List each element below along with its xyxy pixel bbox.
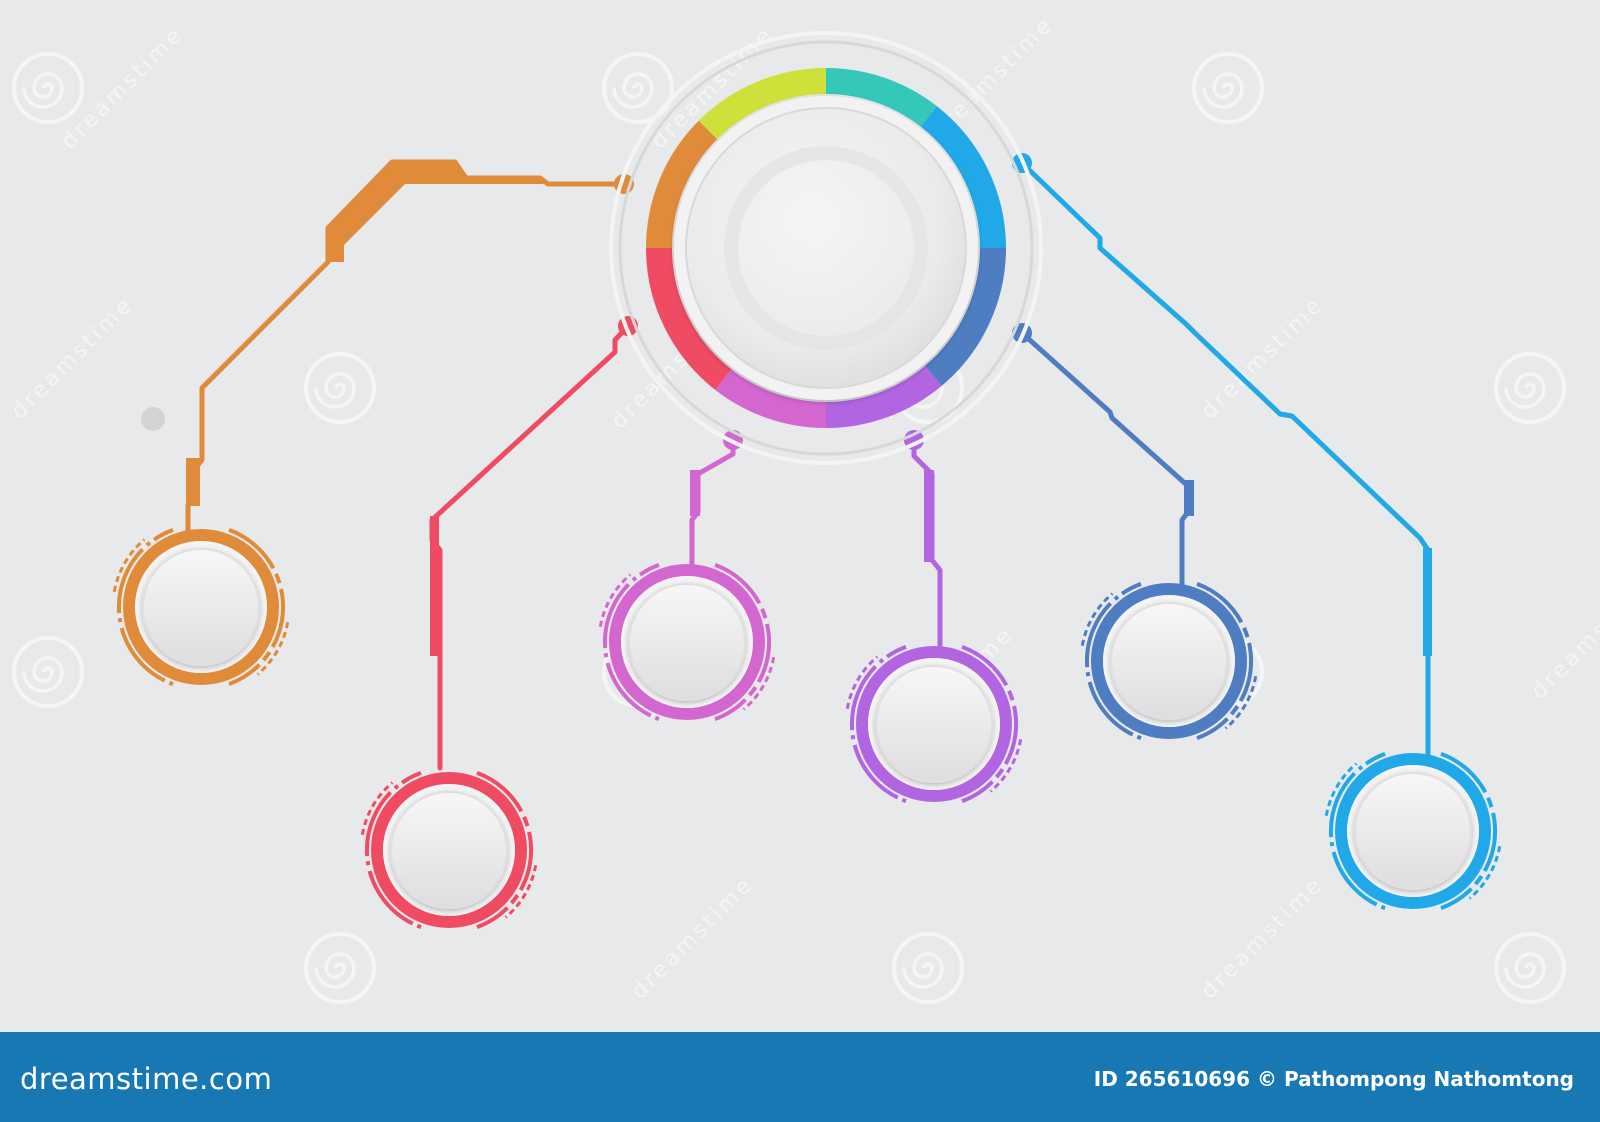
watermark-text: dreamstime bbox=[7, 292, 139, 424]
footer-bar bbox=[0, 1032, 1600, 1122]
magenta-tick-arc bbox=[742, 657, 776, 711]
cyan-hub-segment bbox=[920, 106, 1006, 249]
cyan-connector bbox=[1019, 160, 1431, 765]
red-tick-arc bbox=[360, 781, 394, 835]
watermark-text: dreamstime bbox=[627, 872, 759, 1004]
orange-outer-arc bbox=[117, 528, 174, 686]
orange-tick-arc bbox=[256, 622, 290, 676]
cyan-ring bbox=[1335, 753, 1491, 909]
orange-disc bbox=[142, 548, 260, 666]
node-layer bbox=[112, 528, 1502, 929]
violet-hub-segment bbox=[825, 365, 942, 428]
blue-tick-arc bbox=[1224, 676, 1258, 730]
decorative-dot bbox=[141, 407, 165, 431]
blue-node bbox=[1080, 582, 1258, 740]
blue-outer-arc bbox=[1196, 582, 1253, 740]
orange-ring bbox=[123, 529, 279, 685]
central-hub bbox=[609, 31, 1043, 465]
violet-connector-tab bbox=[924, 470, 934, 562]
violet-tick-arc bbox=[845, 655, 879, 709]
violet-outer-arc bbox=[961, 645, 1018, 803]
violet-outer-arc bbox=[850, 645, 907, 803]
watermark-text: dreamstime bbox=[1527, 572, 1600, 704]
cyan-tick-arc bbox=[1324, 762, 1358, 816]
violet-ring bbox=[856, 646, 1012, 802]
red-ring bbox=[371, 772, 527, 928]
magenta-ring bbox=[609, 564, 765, 720]
blue-connector bbox=[1019, 330, 1191, 603]
magenta-disc bbox=[628, 583, 746, 701]
blue-connector-tab bbox=[1184, 480, 1194, 516]
red-disc bbox=[390, 791, 508, 909]
dreamstime-spiral-icon bbox=[12, 636, 84, 708]
hub-outer-ring bbox=[609, 31, 1043, 465]
author-name: Pathompong Nathomtong bbox=[1283, 1067, 1574, 1091]
dreamstime-spiral-icon bbox=[1494, 932, 1566, 1004]
image-credit: ID 265610696 © Pathompong Nathomtong bbox=[1094, 1066, 1574, 1092]
blue-disc bbox=[1110, 602, 1228, 720]
cyan-tick-arc bbox=[1468, 846, 1502, 900]
cyan-outer-arc bbox=[1440, 752, 1497, 910]
red-node bbox=[360, 771, 538, 929]
copyright-icon: © bbox=[1256, 1067, 1277, 1091]
orange-node bbox=[112, 528, 290, 686]
connector-layer bbox=[185, 153, 1432, 771]
hub-outer-ring-shadow bbox=[618, 40, 1034, 456]
magenta-hub-segment bbox=[715, 369, 827, 428]
blue-tick-arc bbox=[1080, 592, 1114, 646]
watermark-text: dreamstime bbox=[57, 22, 189, 154]
orange-connector-band bbox=[328, 162, 548, 262]
id-value: 265610696 bbox=[1124, 1067, 1251, 1091]
red-connector bbox=[429, 323, 631, 771]
blue-outer-arc bbox=[1085, 582, 1142, 740]
dreamstime-spiral-icon bbox=[1192, 52, 1264, 124]
magenta-outer-arc bbox=[603, 563, 660, 721]
dreamstime-spiral-icon bbox=[602, 52, 674, 124]
magenta-node bbox=[598, 563, 776, 721]
red-outer-arc bbox=[476, 771, 533, 929]
lime-hub-segment bbox=[698, 68, 827, 140]
dreamstime-spiral-icon bbox=[304, 932, 376, 1004]
dreamstime-spiral-icon bbox=[1494, 352, 1566, 424]
cyan-outer-arc bbox=[1329, 752, 1386, 910]
dreamstime-spiral-icon bbox=[892, 932, 964, 1004]
violet-node bbox=[845, 645, 1023, 803]
dreamstime-spiral-icon bbox=[304, 352, 376, 424]
magenta-tick-arc bbox=[598, 573, 632, 627]
cyan-node bbox=[1324, 752, 1502, 910]
watermark-text: dreamstime bbox=[1197, 872, 1329, 1004]
teal-hub-segment bbox=[825, 68, 937, 127]
hub-center-inner bbox=[724, 146, 928, 350]
blue-ring bbox=[1091, 583, 1247, 739]
watermark-text: dreamstime bbox=[1197, 292, 1329, 424]
magenta-outer-arc bbox=[714, 563, 771, 721]
blue-hub-segment bbox=[924, 247, 1006, 386]
orange-outer-arc bbox=[228, 528, 285, 686]
cyan-disc bbox=[1354, 772, 1472, 890]
red-hub-segment bbox=[646, 247, 732, 390]
red-tick-arc bbox=[504, 865, 538, 919]
red-connector-tab bbox=[430, 516, 439, 656]
radial-infographic: dreamstime dreamstime dreamstime dreamstime… bbox=[7, 12, 1600, 1004]
orange-hub-segment bbox=[646, 120, 718, 249]
violet-disc bbox=[875, 665, 993, 783]
id-label: ID bbox=[1093, 1067, 1118, 1091]
orange-tick-arc bbox=[112, 538, 146, 592]
red-outer-arc bbox=[365, 771, 422, 929]
orange-connector-tab bbox=[186, 458, 200, 506]
orange-connector bbox=[185, 159, 625, 535]
dreamstime-spiral-icon bbox=[12, 52, 84, 124]
violet-tick-arc bbox=[989, 739, 1023, 793]
footer-logo[interactable]: dreamstime.com bbox=[20, 1062, 273, 1096]
magenta-connector-tab bbox=[690, 470, 700, 516]
cyan-connector-tab bbox=[1423, 548, 1432, 656]
